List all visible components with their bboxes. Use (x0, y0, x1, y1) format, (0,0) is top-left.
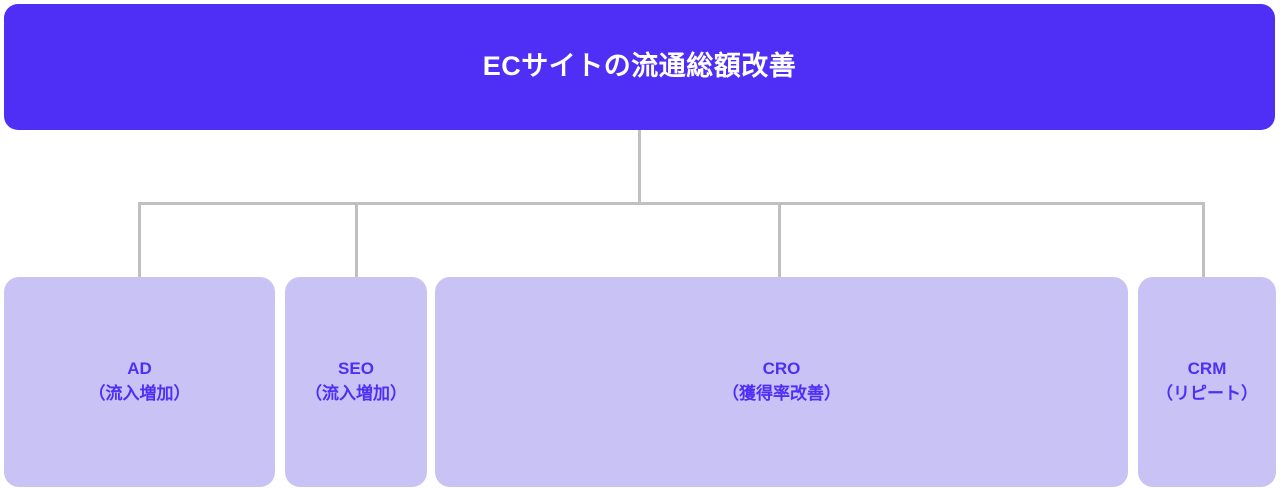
child-node-crm-name: CRM (1187, 359, 1227, 379)
child-node-seo-name: SEO (338, 359, 374, 379)
child-node-cro-label: CRO （獲得率改善） (722, 357, 841, 406)
child-node-crm-note: （リピート） (1156, 384, 1258, 403)
root-node-label: ECサイトの流通総額改善 (482, 51, 797, 82)
child-node-cro-note: （獲得率改善） (722, 384, 841, 403)
child-node-seo-label: SEO （流入増加） (305, 357, 407, 406)
child-node-cro[interactable]: CRO （獲得率改善） (435, 277, 1128, 487)
root-node[interactable]: ECサイトの流通総額改善 (4, 4, 1275, 130)
child-node-crm-label: CRM （リピート） (1156, 357, 1258, 406)
child-node-ad-name: AD (127, 359, 152, 379)
child-node-ad-note: （流入増加） (88, 384, 191, 403)
child-node-seo[interactable]: SEO （流入増加） (285, 277, 427, 487)
child-node-crm[interactable]: CRM （リピート） (1138, 277, 1276, 487)
child-node-cro-name: CRO (762, 359, 801, 379)
child-node-ad-label: AD （流入増加） (89, 357, 191, 406)
child-node-seo-note: （流入増加） (305, 384, 407, 403)
child-node-ad[interactable]: AD （流入増加） (4, 277, 275, 487)
